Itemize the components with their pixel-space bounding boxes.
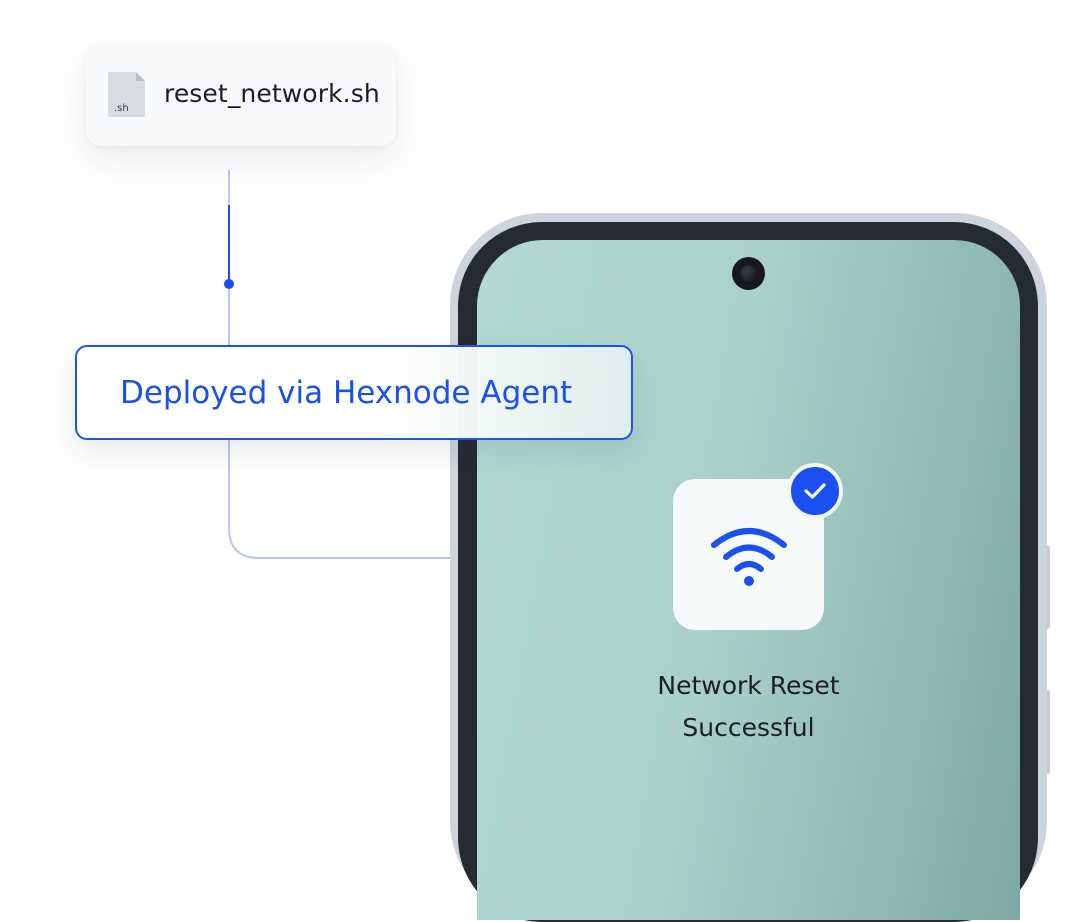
- check-icon: [804, 483, 826, 499]
- camera-icon: [732, 257, 765, 290]
- script-file-card[interactable]: .sh reset_network.sh: [86, 44, 396, 146]
- status-message: Network Reset Successful: [477, 665, 1020, 749]
- connector-lines: [224, 170, 460, 559]
- status-line-2: Successful: [682, 713, 815, 742]
- file-name: reset_network.sh: [164, 79, 380, 108]
- phone-screen: Network Reset Successful: [477, 240, 1020, 920]
- success-check-badge: [787, 463, 843, 519]
- connector-dot: [224, 279, 234, 289]
- file-extension-label: .sh: [114, 103, 129, 114]
- deployment-label-text: Deployed via Hexnode Agent: [120, 375, 573, 411]
- file-document-icon: .sh: [108, 72, 145, 117]
- wifi-icon: [711, 528, 787, 586]
- deployment-method-label: Deployed via Hexnode Agent: [75, 345, 633, 440]
- status-line-1: Network Reset: [657, 671, 840, 700]
- connector-bottom: [228, 440, 460, 559]
